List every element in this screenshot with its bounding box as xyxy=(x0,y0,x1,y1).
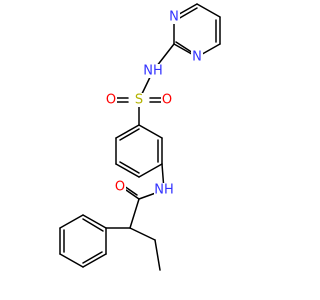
atom-label-layer: N N NH S O O N xyxy=(105,10,203,198)
bond-layer xyxy=(59,3,221,271)
bond xyxy=(138,163,163,178)
bond xyxy=(82,214,107,229)
bond xyxy=(115,163,140,178)
sulfur-label: S xyxy=(135,93,143,108)
bond xyxy=(125,189,140,200)
molecule-figure: N N NH S O O N xyxy=(59,3,221,271)
oxygen-label: O xyxy=(106,93,116,108)
bond xyxy=(129,227,156,241)
nitrogen-label: N xyxy=(192,50,202,65)
bond xyxy=(59,214,84,229)
bond xyxy=(129,198,140,229)
atom-nh-sulfonamide: NH xyxy=(143,64,163,79)
nitrogen-label: N xyxy=(169,10,179,25)
bond xyxy=(119,161,140,174)
atom-nh-amide: NH xyxy=(154,183,174,198)
bond xyxy=(154,239,161,271)
bond xyxy=(82,253,107,268)
atom-o1: O xyxy=(105,93,117,108)
atom-n1: N xyxy=(168,10,180,25)
bond xyxy=(82,218,104,232)
bond xyxy=(123,185,138,196)
bond xyxy=(82,251,103,264)
bond xyxy=(196,3,221,18)
bond xyxy=(175,41,194,54)
molecule-structure: N N NH S O O N xyxy=(59,3,221,271)
atom-n2: N xyxy=(191,50,203,65)
bond xyxy=(59,253,84,268)
atom-o2: O xyxy=(161,93,173,108)
nh-label: NH xyxy=(143,64,163,79)
bond xyxy=(119,128,140,141)
oxygen-label: O xyxy=(162,93,172,108)
atom-o3: O xyxy=(114,180,126,195)
nh-label: NH xyxy=(154,183,174,198)
atom-s: S xyxy=(133,93,145,108)
oxygen-label: O xyxy=(115,180,125,195)
bond xyxy=(138,124,163,139)
bond xyxy=(115,124,140,139)
bond xyxy=(177,7,198,20)
